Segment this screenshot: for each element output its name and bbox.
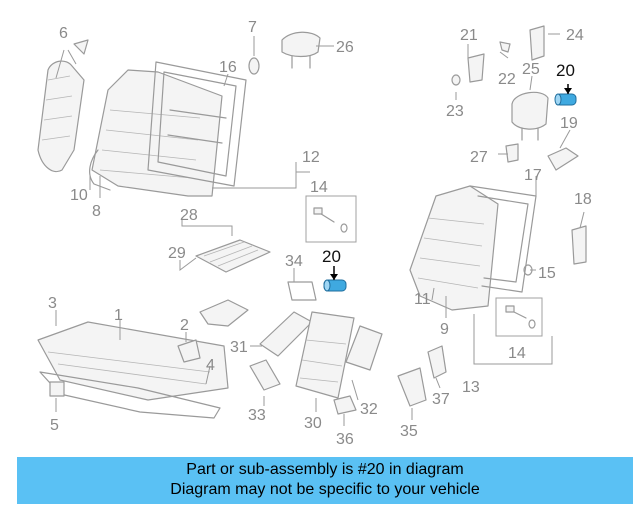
- callout-2: 2: [180, 317, 189, 334]
- part-20-bolt-center[interactable]: [323, 266, 347, 292]
- callout-16: 16: [219, 59, 237, 76]
- bracket-32: [345, 325, 383, 371]
- callout-37: 37: [432, 391, 450, 408]
- hardware-box-14-right: [495, 297, 543, 337]
- callout-35: 35: [400, 423, 418, 440]
- callout-12: 12: [302, 149, 320, 166]
- part-29-mechanism: [199, 299, 249, 327]
- bracket-19: [547, 147, 579, 171]
- callout-32: 32: [360, 401, 378, 418]
- banner-line-1: Part or sub-assembly is #20 in diagram: [186, 461, 464, 478]
- guide-22: [499, 41, 511, 53]
- callout-15: 15: [538, 265, 556, 282]
- callout-13: 13: [462, 379, 480, 396]
- callout-20-center: 20: [322, 247, 341, 266]
- callout-30: 30: [304, 415, 322, 432]
- callout-4: 4: [206, 357, 215, 374]
- callout-10: 10: [70, 187, 88, 204]
- callout-27: 27: [470, 149, 488, 166]
- seat-back-frame: [147, 61, 247, 187]
- callout-6: 6: [59, 25, 68, 42]
- bracket-34: [287, 281, 317, 301]
- headrest-25: [511, 91, 549, 141]
- bracket-37: [427, 345, 447, 379]
- headrest-26: [281, 31, 321, 69]
- callout-33: 33: [248, 407, 266, 424]
- callout-24: 24: [566, 27, 584, 44]
- callout-29: 29: [168, 245, 186, 262]
- callout-11: 11: [414, 291, 431, 308]
- bolt-14-left: [313, 207, 348, 233]
- callout-5: 5: [50, 417, 59, 434]
- callout-25: 25: [522, 61, 540, 78]
- callout-14-left: 14: [310, 179, 328, 196]
- seat-back-cushion-right: [409, 185, 499, 311]
- bracket-35: [397, 367, 427, 407]
- callout-14-right: 14: [508, 345, 526, 362]
- callout-7: 7: [248, 19, 257, 36]
- clip-7: [248, 57, 260, 75]
- callout-8: 8: [92, 203, 101, 220]
- bolt-14-right: [505, 305, 536, 329]
- guide-21: [467, 53, 485, 83]
- part-20-bolt-upper[interactable]: [554, 84, 577, 106]
- info-banner: Part or sub-assembly is #20 in diagram D…: [17, 457, 633, 504]
- callout-19: 19: [560, 115, 578, 132]
- clip-23: [451, 74, 461, 86]
- frame-30: [295, 311, 355, 399]
- callout-22: 22: [498, 71, 516, 88]
- guide-27: [505, 143, 519, 163]
- tray-28: [195, 239, 271, 273]
- cover-24: [529, 25, 545, 61]
- callout-20-upper: 20: [556, 61, 575, 80]
- callout-36: 36: [336, 431, 354, 448]
- callout-17: 17: [524, 167, 542, 184]
- callout-21: 21: [460, 27, 478, 44]
- hardware-box-14-left: [305, 195, 357, 243]
- panel-33: [249, 359, 281, 391]
- bracket-18: [571, 225, 587, 265]
- callout-31: 31: [230, 339, 248, 356]
- callout-1: 1: [114, 307, 123, 324]
- bracket-2: [177, 339, 201, 363]
- seat-back-side-bolster: [37, 60, 85, 173]
- cushion-assembly: [37, 321, 229, 419]
- callout-28: 28: [180, 207, 198, 224]
- callout-18: 18: [574, 191, 592, 208]
- callout-3: 3: [48, 295, 57, 312]
- banner-line-2: Diagram may not be specific to your vehi…: [170, 481, 480, 498]
- bracket-36: [333, 395, 357, 415]
- callout-34: 34: [285, 253, 303, 270]
- clip-5: [49, 381, 65, 397]
- callout-9: 9: [440, 321, 449, 338]
- seat-back-frame-right: [469, 185, 537, 293]
- trim-6: [73, 39, 89, 55]
- callout-26: 26: [336, 39, 354, 56]
- callout-23: 23: [446, 103, 464, 120]
- seat-back-cushion-left: [89, 69, 223, 197]
